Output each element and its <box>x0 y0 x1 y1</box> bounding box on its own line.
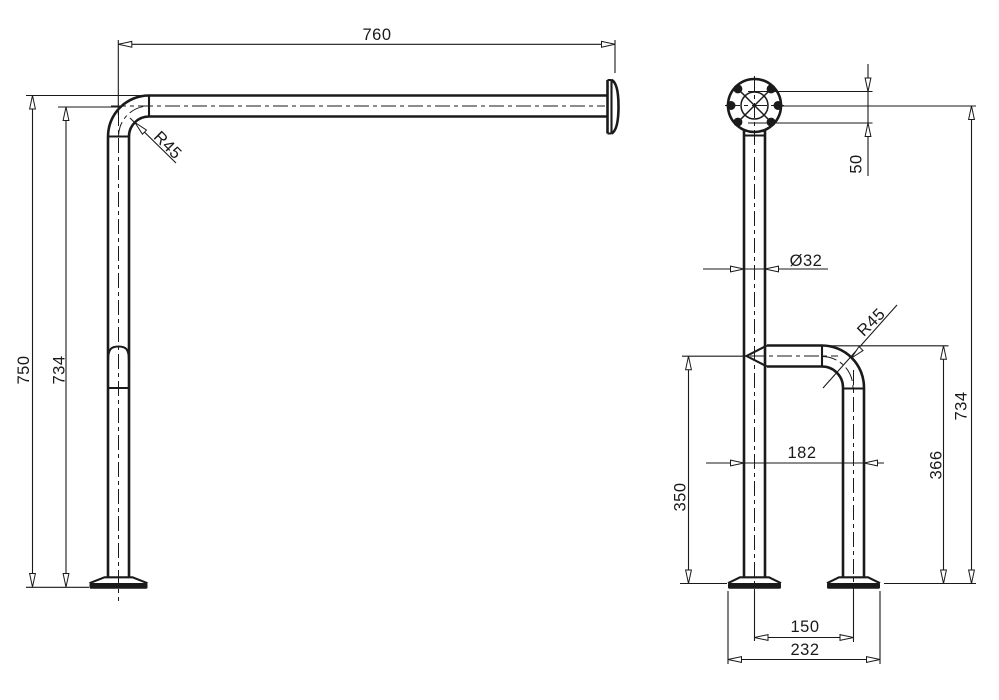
dim-r45-side-label: R45 <box>854 305 889 340</box>
dimension-734-side: 734 <box>782 105 976 585</box>
bolt-hole <box>733 117 743 127</box>
dim-50-label: 50 <box>848 154 866 173</box>
dimension-734-front: 734 <box>51 106 118 588</box>
floor-flange-left-side <box>727 576 782 589</box>
dim-734-front-label: 734 <box>51 355 69 384</box>
grab-bar-outline <box>106 94 608 578</box>
dim-150-label: 150 <box>790 618 819 636</box>
wall-flange-side-profile <box>606 78 620 135</box>
bolt-hole <box>766 117 776 127</box>
dim-r45-front-label: R45 <box>150 128 185 163</box>
bolt-hole <box>733 84 743 94</box>
front-view: 760 750 734 R45 <box>15 26 620 601</box>
radius-callout-front: R45 <box>129 117 185 164</box>
dimension-350: 350 <box>672 355 746 585</box>
dim-734-side-label: 734 <box>953 391 971 420</box>
dim-232-label: 232 <box>790 641 819 659</box>
dimension-50: 50 <box>748 64 873 176</box>
bolt-hole <box>766 84 776 94</box>
dimension-760: 760 <box>117 26 616 115</box>
dim-diameter-label: Ø32 <box>790 252 823 270</box>
dim-760-label: 760 <box>362 26 391 44</box>
dimension-diameter-32: Ø32 <box>703 252 828 273</box>
dimension-366: 366 <box>825 345 949 584</box>
dim-182-label: 182 <box>787 444 816 462</box>
floor-flange-right-side <box>826 576 881 589</box>
centerlines-front <box>111 105 605 601</box>
dimension-182: 182 <box>706 444 884 467</box>
dimension-150: 150 <box>753 591 855 642</box>
dim-750-label: 750 <box>15 355 33 384</box>
dim-366-label: 366 <box>928 450 946 479</box>
dimension-750: 750 <box>15 94 150 588</box>
dim-350-label: 350 <box>672 482 690 511</box>
side-view: 50 Ø32 350 182 366 <box>672 64 976 664</box>
dimension-232: 232 <box>727 591 881 664</box>
